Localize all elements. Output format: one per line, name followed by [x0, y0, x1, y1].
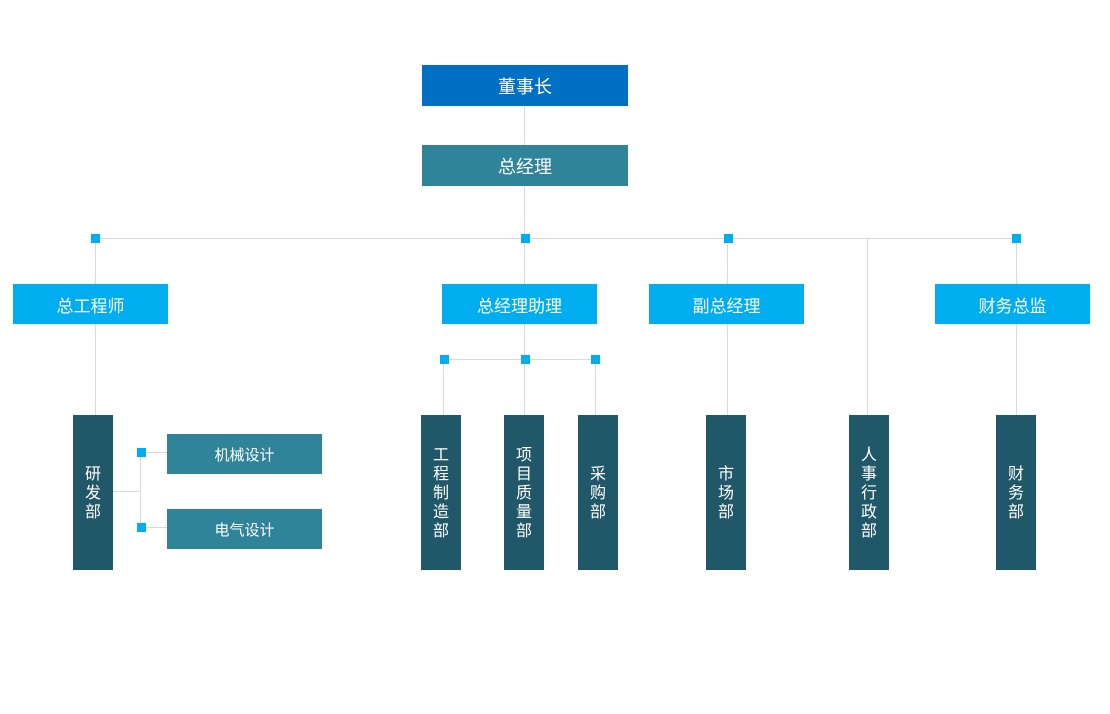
node-cfo: 财务总监 — [935, 284, 1090, 324]
node-hr-admin-dept: 人事行政部 — [849, 415, 889, 570]
dept-label-char: 部 — [515, 521, 532, 540]
dept-label-char: 部 — [860, 521, 877, 540]
dept-label-char: 财 — [1007, 464, 1024, 483]
dept-label-char: 采 — [589, 464, 606, 483]
junction-marker — [521, 355, 530, 364]
dept-label-char: 量 — [515, 502, 532, 521]
node-manufacturing-dept: 工程制造部 — [421, 415, 461, 570]
junction-marker — [591, 355, 600, 364]
node-rd-dept: 研发部 — [73, 415, 113, 570]
dept-label-char: 程 — [432, 464, 449, 483]
node-elec-design: 电气设计 — [167, 509, 322, 549]
junction-marker — [137, 448, 146, 457]
junction-marker — [440, 355, 449, 364]
dept-label-char: 市 — [717, 464, 734, 483]
node-gm-assistant: 总经理助理 — [442, 284, 597, 324]
node-finance-dept: 财务部 — [996, 415, 1036, 570]
dept-label-char: 部 — [432, 521, 449, 540]
dept-label-char: 事 — [860, 464, 877, 483]
dept-label-char: 制 — [432, 483, 449, 502]
dept-label-char: 部 — [1007, 502, 1024, 521]
junction-marker — [1012, 234, 1021, 243]
node-market-dept: 市场部 — [706, 415, 746, 570]
dept-label-char: 部 — [589, 502, 606, 521]
dept-label-char: 质 — [515, 483, 532, 502]
dept-label-char: 部 — [84, 502, 101, 521]
dept-label-char: 工 — [432, 445, 449, 464]
dept-label-char: 场 — [717, 483, 734, 502]
dept-label-char: 目 — [515, 464, 532, 483]
junction-marker — [724, 234, 733, 243]
node-purchasing-dept: 采购部 — [578, 415, 618, 570]
dept-label-char: 造 — [432, 502, 449, 521]
dept-label-char: 务 — [1007, 483, 1024, 502]
node-chairman: 董事长 — [422, 65, 628, 106]
node-mech-design: 机械设计 — [167, 434, 322, 474]
node-chief-engineer: 总工程师 — [13, 284, 168, 324]
dept-label-char: 部 — [717, 502, 734, 521]
dept-label-char: 政 — [860, 502, 877, 521]
junction-marker — [521, 234, 530, 243]
dept-label-char: 项 — [515, 445, 532, 464]
dept-label-char: 购 — [589, 483, 606, 502]
dept-label-char: 行 — [860, 483, 877, 502]
dept-label-char: 研 — [84, 464, 101, 483]
junction-marker — [137, 523, 146, 532]
dept-label-char: 发 — [84, 483, 101, 502]
node-general-manager: 总经理 — [422, 145, 628, 186]
node-deputy-gm: 副总经理 — [649, 284, 804, 324]
junction-marker — [91, 234, 100, 243]
dept-label-char: 人 — [860, 445, 877, 464]
node-quality-dept: 项目质量部 — [504, 415, 544, 570]
